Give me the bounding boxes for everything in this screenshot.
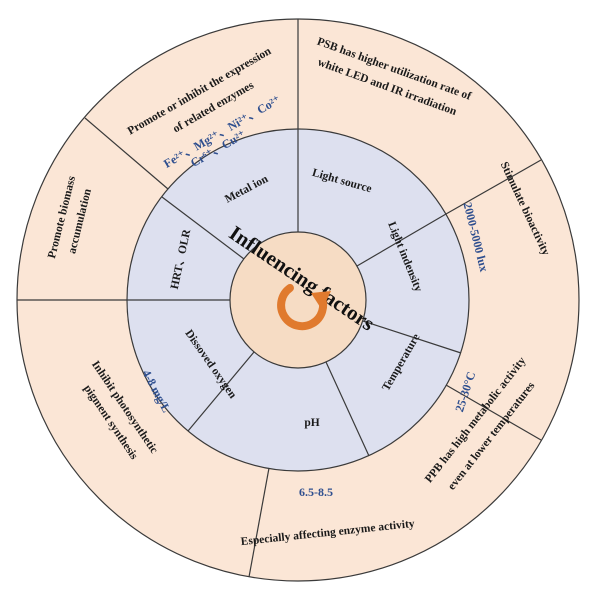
cycle-arrow-icon <box>277 284 331 331</box>
inner-dividers <box>127 129 462 457</box>
factor-ph: pH <box>304 417 319 429</box>
effect-ph-value: 6.5-8.5 <box>299 485 333 499</box>
outer-dividers <box>17 19 542 578</box>
